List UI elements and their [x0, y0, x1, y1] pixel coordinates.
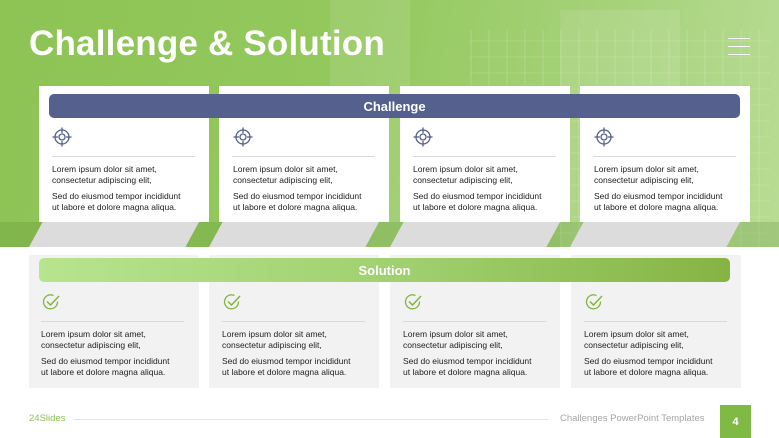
card-divider: [413, 156, 556, 157]
solution-text: Lorem ipsum dolor sit amet,consectetur a…: [41, 329, 170, 377]
solution-header-bar: Solution: [39, 258, 730, 282]
checkmark-circle-icon: [223, 294, 241, 310]
challenge-text: Lorem ipsum dolor sit amet,consectetur a…: [413, 164, 542, 212]
card-divider: [222, 321, 365, 322]
checkmark-circle-icon: [42, 294, 60, 310]
card-divider: [593, 156, 736, 157]
footer-template-name: Challenges PowerPoint Templates: [560, 413, 705, 424]
target-icon: [413, 127, 433, 147]
solution-text: Lorem ipsum dolor sit amet,consectetur a…: [403, 329, 532, 377]
slide-title: Challenge & Solution: [29, 24, 385, 63]
challenge-card-fold: [29, 222, 199, 247]
challenge-label: Challenge: [363, 98, 426, 114]
solution-text: Lorem ipsum dolor sit amet,consectetur a…: [584, 329, 713, 377]
challenge-card-fold: [209, 222, 379, 247]
challenge-text: Lorem ipsum dolor sit amet,consectetur a…: [52, 164, 181, 212]
challenge-text: Lorem ipsum dolor sit amet,consectetur a…: [594, 164, 723, 212]
checkmark-circle-icon: [585, 294, 603, 310]
solution-text: Lorem ipsum dolor sit amet,consectetur a…: [222, 329, 351, 377]
challenge-header-bar: Challenge: [49, 94, 740, 118]
card-divider: [41, 321, 184, 322]
solution-label: Solution: [358, 262, 411, 278]
hamburger-menu-icon[interactable]: [728, 38, 750, 56]
target-icon: [52, 127, 72, 147]
card-divider: [52, 156, 195, 157]
card-divider: [584, 321, 727, 322]
target-icon: [594, 127, 614, 147]
card-divider: [403, 321, 546, 322]
challenge-card-fold: [390, 222, 560, 247]
footer-divider: [74, 419, 548, 420]
page-number: 4: [720, 405, 751, 438]
card-divider: [232, 156, 375, 157]
challenge-text: Lorem ipsum dolor sit amet,consectetur a…: [233, 164, 362, 212]
footer-brand: 24Slides: [29, 413, 66, 424]
challenge-card-fold: [570, 222, 740, 247]
checkmark-circle-icon: [404, 294, 422, 310]
target-icon: [233, 127, 253, 147]
